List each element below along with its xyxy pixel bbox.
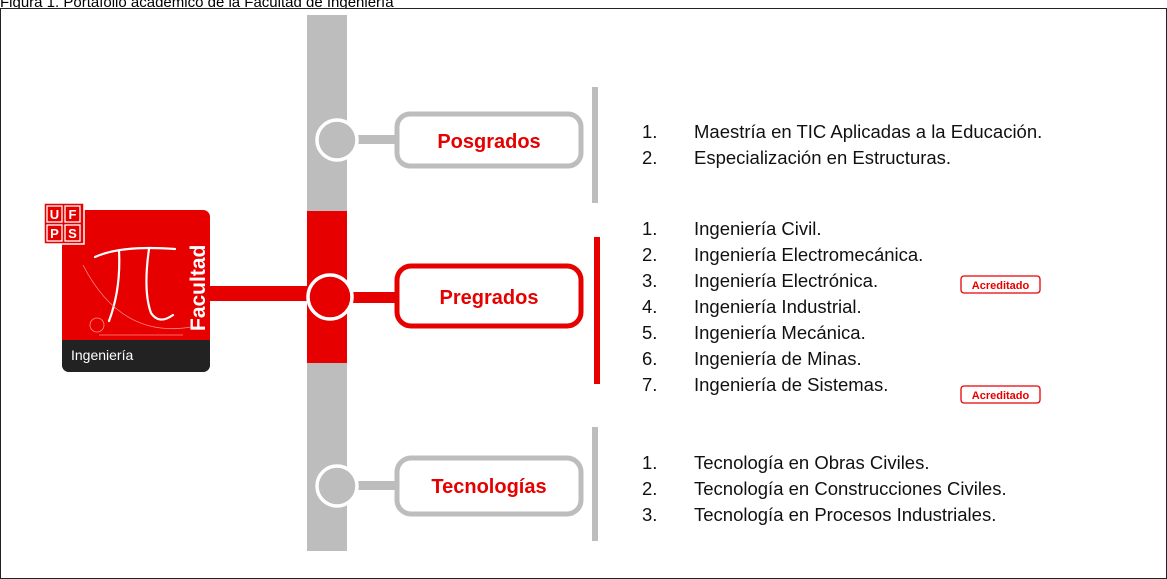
ufps-letter-f: F [69,207,77,222]
list-item-number: 3. [642,270,657,291]
list-item-number: 7. [642,374,657,395]
posgrados-box [394,111,584,169]
logo-sketch-lines [82,264,192,336]
list-item: Ingeniería Mecánica. [694,322,866,343]
tecnologias-bracket [592,427,598,541]
list-item-number: 2. [642,147,657,168]
ufps-letter-u: U [50,207,59,222]
posgrados-bracket [592,87,598,203]
list-item-number: 1. [642,452,657,473]
pregrados-bracket [594,237,600,384]
posgrados-connector [315,118,397,162]
tecnologias-list: 1. Tecnología en Obras Civiles. 2. Tecno… [642,452,1007,525]
accredited-badge [960,275,1041,294]
list-item: Ingeniería Electrónica. [694,270,878,291]
pregrados-connector [306,273,397,321]
list-item-number: 4. [642,296,657,317]
list-item: Ingeniería de Sistemas. [694,374,888,395]
logo-vertical-label: Facultad [187,245,210,331]
list-item-number: 6. [642,348,657,369]
pregrados-box [394,263,584,329]
logo-connector [210,286,310,301]
list-item-number: 2. [642,244,657,265]
tecnologias-label: Tecnologías [431,476,546,498]
pregrados-label: Pregrados [440,287,539,309]
tecnologias-connector [315,464,397,508]
accredited-badge-label: Acreditado [972,390,1030,402]
list-item: Especialización en Estructuras. [694,147,951,168]
list-item-number: 5. [642,322,657,343]
posgrados-list: 1. Maestría en TIC Aplicadas a la Educac… [642,121,1042,168]
pregrados-list: 1. Ingeniería Civil. 2. Ingeniería Elect… [642,218,1041,404]
list-item: Ingeniería de Minas. [694,348,862,369]
posgrados-label: Posgrados [437,131,540,153]
diagram-canvas: Ingeniería Facultad U F [43,15,1042,551]
list-item-number: 2. [642,478,657,499]
facultad-logo: Ingeniería Facultad U F [43,202,210,372]
pi-symbol-icon [93,246,177,323]
logo-dark-band [62,340,210,372]
ufps-letter-p: P [50,226,59,241]
logo-bottom-label: Ingeniería [71,347,133,363]
list-item: Tecnología en Obras Civiles. [694,452,929,473]
figure-caption: Figura 1. Portafolio académico de la Fac… [0,0,394,11]
list-item-number: 1. [642,218,657,239]
list-item: Tecnología en Construcciones Civiles. [694,478,1007,499]
list-item: Maestría en TIC Aplicadas a la Educación… [694,121,1042,142]
ufps-badge: U F P S [43,202,85,245]
list-item: Ingeniería Industrial. [694,296,862,317]
tecnologias-box [394,455,584,517]
list-item: Tecnología en Procesos Industriales. [694,504,996,525]
accredited-badge [960,385,1041,404]
diagram-frame: Ingeniería Facultad U F [0,8,1167,579]
list-item: Ingeniería Electromecánica. [694,244,923,265]
list-item-number: 1. [642,121,657,142]
list-item-number: 3. [642,504,657,525]
list-item: Ingeniería Civil. [694,218,822,239]
accredited-badge-label: Acreditado [972,280,1030,292]
ufps-letter-s: S [68,226,77,241]
